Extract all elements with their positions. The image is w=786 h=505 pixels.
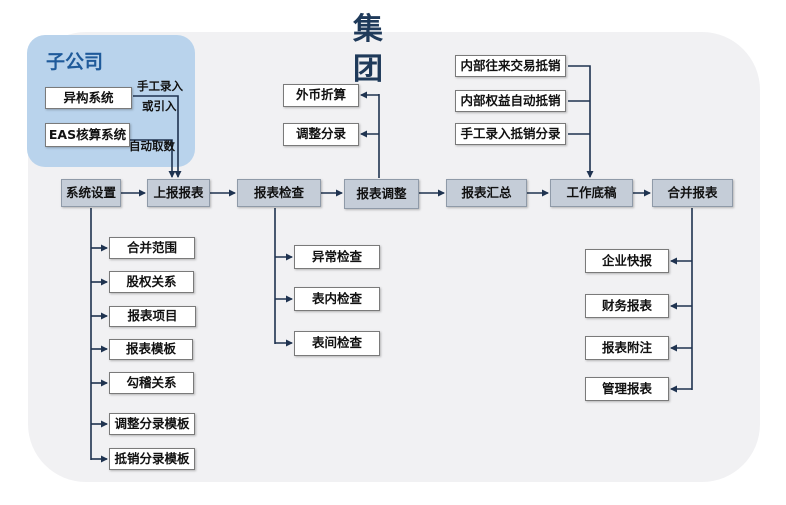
group-title: 集 团 bbox=[353, 12, 407, 87]
check-inter-table: 表间检查 bbox=[294, 331, 380, 356]
connector-manual-import bbox=[133, 95, 182, 178]
settings-report-template: 报表模板 bbox=[109, 339, 193, 360]
settings-adjust-template: 调整分录模板 bbox=[109, 413, 195, 435]
settings-elimination-template: 抵销分录模板 bbox=[109, 448, 195, 470]
connector-auto-fetch bbox=[130, 139, 176, 178]
system-eas-accounting: EAS核算系统 bbox=[45, 123, 130, 147]
flow-submit-report: 上报报表 bbox=[147, 179, 210, 207]
settings-equity-relation: 股权关系 bbox=[109, 271, 194, 293]
flow-report-check: 报表检查 bbox=[237, 179, 321, 207]
flow-consolidated-report: 合并报表 bbox=[652, 179, 733, 207]
flow-report-summary: 报表汇总 bbox=[446, 179, 527, 207]
label-or-import: 或引入 bbox=[142, 99, 177, 113]
elim-internal-transactions: 内部往来交易抵销 bbox=[455, 55, 566, 77]
elim-internal-equity: 内部权益自动抵销 bbox=[455, 90, 566, 112]
flow-report-adjust: 报表调整 bbox=[344, 179, 419, 209]
flow-working-paper: 工作底稿 bbox=[550, 179, 633, 207]
label-auto-fetch: 自动取数 bbox=[129, 139, 175, 153]
flow-system-settings: 系统设置 bbox=[61, 179, 121, 207]
label-manual-entry: 手工录入 bbox=[137, 79, 183, 93]
elim-manual-entries: 手工录入抵销分录 bbox=[455, 123, 566, 145]
settings-report-items: 报表项目 bbox=[109, 306, 196, 327]
connector-elim-trunk bbox=[568, 65, 594, 178]
output-flash-report: 企业快报 bbox=[585, 249, 669, 273]
output-management-report: 管理报表 bbox=[585, 377, 669, 401]
settings-cross-check: 勾稽关系 bbox=[109, 372, 194, 394]
check-anomaly: 异常检查 bbox=[294, 245, 380, 269]
check-intra-table: 表内检查 bbox=[294, 287, 380, 311]
output-financial-statements: 财务报表 bbox=[585, 294, 669, 318]
adjust-currency-translation: 外币折算 bbox=[283, 84, 359, 107]
settings-consolidation-scope: 合并范围 bbox=[109, 237, 195, 259]
adjust-entries: 调整分录 bbox=[283, 123, 359, 146]
system-heterogeneous: 异构系统 bbox=[45, 87, 132, 109]
subsidiary-title: 子公司 bbox=[46, 51, 104, 73]
output-report-notes: 报表附注 bbox=[585, 336, 669, 360]
